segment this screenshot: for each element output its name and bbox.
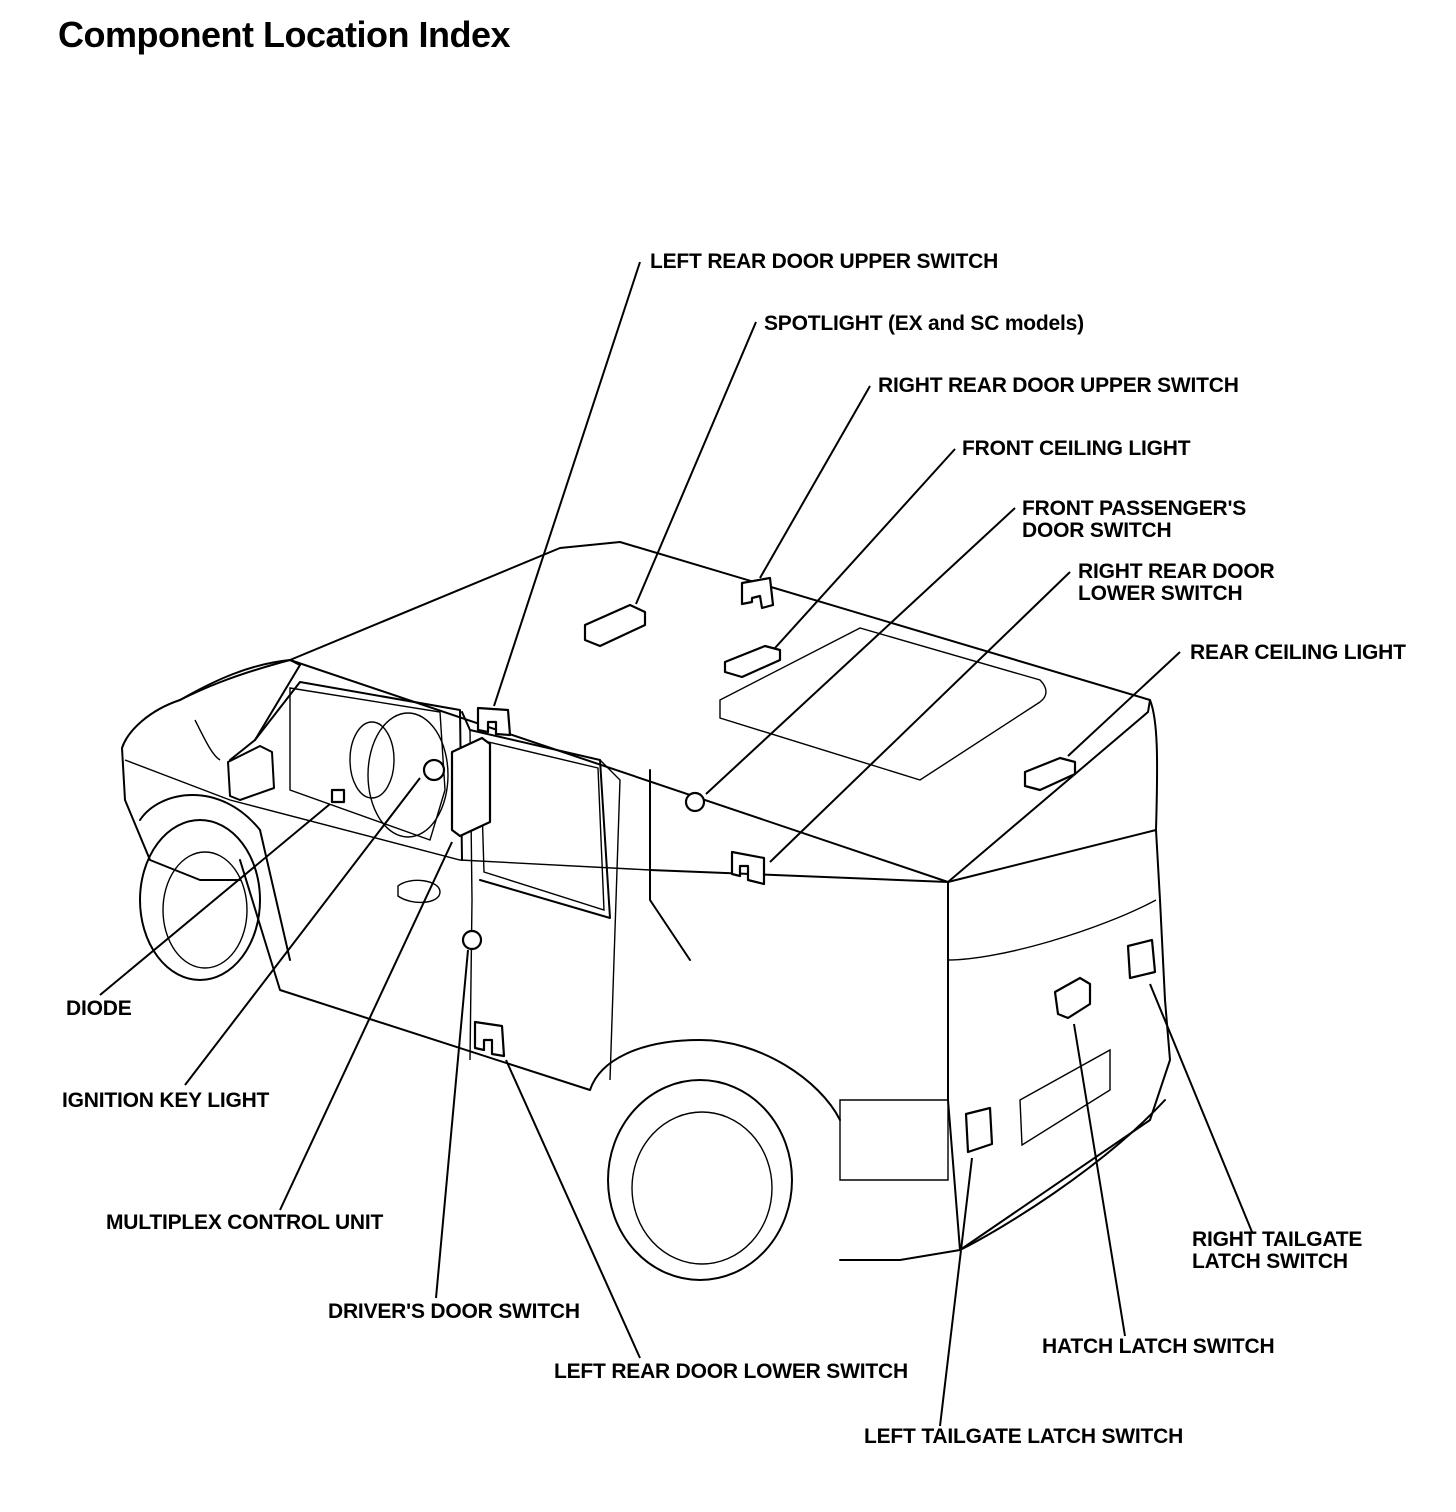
label-drivers-door-switch: DRIVER'S DOOR SWITCH: [328, 1300, 580, 1323]
page-title: Component Location Index: [58, 14, 511, 55]
front-passengers-door-switch-component: [684, 791, 706, 813]
label-front-passengers-door-switch-line1: FRONT PASSENGER'S: [1022, 497, 1247, 520]
label-right-rear-door-lower-switch: RIGHT REAR DOOR LOWER SWITCH: [1078, 561, 1275, 605]
spotlight-component: [583, 603, 647, 648]
label-left-tailgate-latch-switch: LEFT TAILGATE LATCH SWITCH: [864, 1425, 1184, 1448]
diode-component: [330, 788, 346, 804]
vehicle-outline: [121, 541, 1171, 1281]
hatch-latch-switch-component: [1053, 976, 1092, 1020]
label-front-passengers-door-switch-line2: DOOR SWITCH: [1022, 519, 1172, 542]
right-rear-door-lower-switch-component: [730, 850, 766, 886]
label-right-rear-door-lower-switch-line1: RIGHT REAR DOOR: [1078, 560, 1275, 583]
rear-ceiling-light-component: [1023, 756, 1077, 792]
label-left-rear-door-upper-switch: LEFT REAR DOOR UPPER SWITCH: [650, 250, 999, 273]
label-front-passengers-door-switch: FRONT PASSENGER'S DOOR SWITCH: [1022, 498, 1246, 542]
label-right-tailgate-latch-switch-line2: LATCH SWITCH: [1192, 1250, 1348, 1273]
label-rear-ceiling-light: REAR CEILING LIGHT: [1190, 641, 1406, 664]
label-multiplex-control-unit: MULTIPLEX CONTROL UNIT: [106, 1211, 384, 1234]
right-rear-door-upper-switch-component: [740, 576, 775, 610]
multiplex-control-unit-component: [450, 736, 492, 838]
left-rear-door-upper-switch-component: [476, 706, 512, 737]
left-tailgate-latch-switch-component: [964, 1106, 994, 1154]
front-ceiling-light-component: [723, 644, 782, 679]
components: [330, 576, 1157, 1154]
label-right-tailgate-latch-switch: RIGHT TAILGATE LATCH SWITCH: [1192, 1229, 1362, 1273]
leader-lines: [99, 261, 1253, 1427]
right-tailgate-latch-switch-component: [1126, 938, 1157, 980]
drivers-door-switch-component: [461, 929, 483, 951]
label-right-rear-door-upper-switch: RIGHT REAR DOOR UPPER SWITCH: [878, 374, 1239, 397]
label-hatch-latch-switch: HATCH LATCH SWITCH: [1042, 1335, 1275, 1358]
label-left-rear-door-lower-switch: LEFT REAR DOOR LOWER SWITCH: [554, 1360, 908, 1383]
label-right-tailgate-latch-switch-line1: RIGHT TAILGATE: [1192, 1228, 1363, 1251]
label-front-ceiling-light: FRONT CEILING LIGHT: [962, 437, 1191, 460]
label-diode: DIODE: [66, 997, 132, 1020]
label-ignition-key-light: IGNITION KEY LIGHT: [62, 1089, 270, 1112]
ignition-key-light-component: [422, 758, 446, 782]
left-rear-door-lower-switch-component: [473, 1020, 506, 1058]
label-right-rear-door-lower-switch-line2: LOWER SWITCH: [1078, 582, 1243, 605]
label-spotlight: SPOTLIGHT (EX and SC models): [764, 312, 1084, 335]
